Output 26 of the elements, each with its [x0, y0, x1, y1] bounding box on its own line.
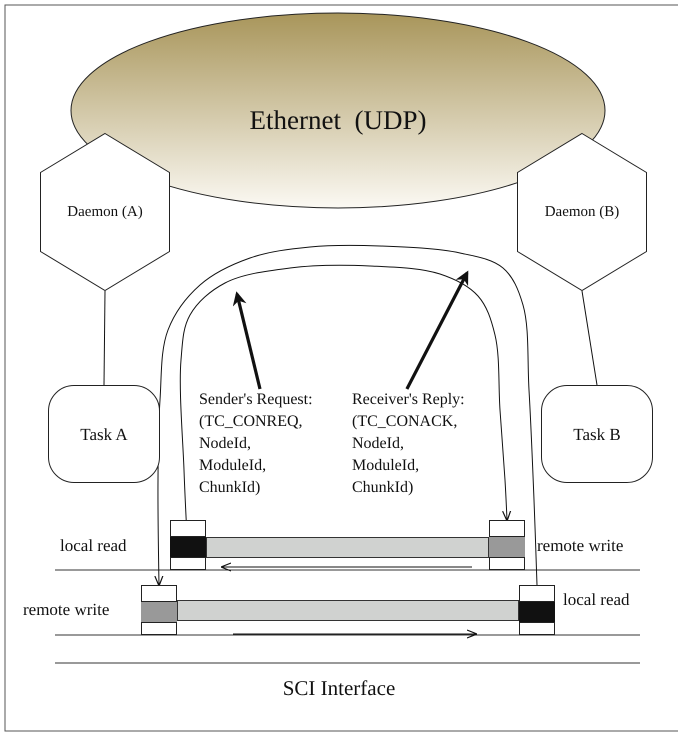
- connector-line: [104, 290, 106, 386]
- buffer-block: [170, 520, 206, 570]
- connector-line: [582, 290, 598, 386]
- leader-arrow: [405, 270, 468, 390]
- node-label: Daemon (B): [544, 203, 620, 221]
- buffer-block: [519, 585, 555, 635]
- task-box: [541, 385, 653, 483]
- message-label: Receiver's Reply: (TC_CONACK, NodeId, ModuleId, ChunkId): [352, 390, 466, 498]
- connector-line: [154, 244, 538, 587]
- interface-label: SCI Interface: [282, 676, 396, 701]
- node-label: Ethernet (UDP): [248, 104, 428, 136]
- buffer-block: [489, 520, 525, 570]
- task-box: [48, 385, 160, 483]
- port-label: remote write: [537, 536, 624, 556]
- daemon-hexagon: [517, 133, 647, 291]
- node-label: Daemon (A): [66, 203, 144, 221]
- port-label: local read: [60, 536, 127, 556]
- leader-arrow: [232, 291, 262, 390]
- port-label: remote write: [23, 600, 110, 620]
- node-label: Task B: [572, 424, 622, 446]
- daemon-hexagon: [40, 133, 170, 291]
- message-label: Sender's Request: (TC_CONREQ, NodeId, ModuleId, ChunkId): [199, 390, 314, 498]
- buffer-block: [141, 585, 177, 635]
- node-label: Task A: [79, 424, 129, 446]
- port-label: local read: [563, 590, 630, 610]
- connector-line: [180, 264, 512, 522]
